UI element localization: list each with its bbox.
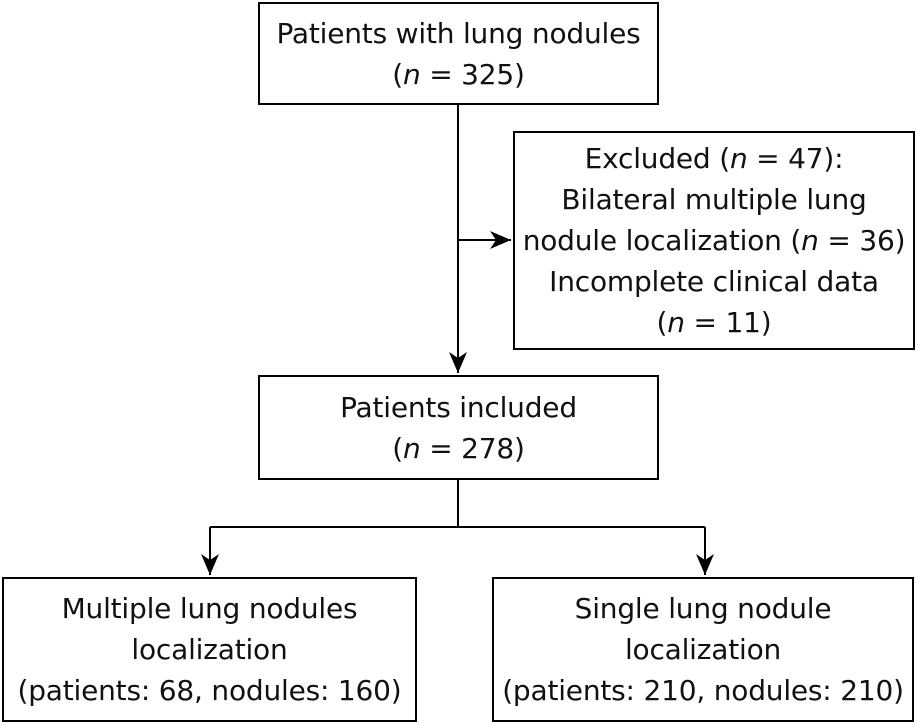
start-count: (n = 325) <box>276 54 640 95</box>
box-patients-with-nodules-text: Patients with lung nodules (n = 325) <box>276 13 640 95</box>
excluded-title-post: = 47): <box>747 142 844 175</box>
multiple-subtitle: localization <box>131 633 288 666</box>
box-excluded-text: Excluded (n = 47): Bilateral multiple lu… <box>523 138 906 343</box>
box-multiple-nodules: Multiple lung nodules localization (pati… <box>2 577 417 722</box>
excluded-title-n: n <box>729 142 748 175</box>
multiple-title: Multiple lung nodules <box>61 592 358 625</box>
box-multiple-nodules-text: Multiple lung nodules localization (pati… <box>17 588 401 711</box>
box-patients-included: Patients included (n = 278) <box>258 375 659 480</box>
excluded-reason-incomplete: Incomplete clinical data <box>549 265 879 298</box>
start-count-value: = 325) <box>420 57 525 91</box>
box-excluded: Excluded (n = 47): Bilateral multiple lu… <box>513 131 915 350</box>
start-count-n: n <box>402 57 421 91</box>
included-count-value: = 278) <box>420 431 525 465</box>
excluded-reason-bilateral-count: nodule localization (n = 36) <box>523 220 906 261</box>
single-title: Single lung nodule <box>574 592 832 625</box>
start-title: Patients with lung nodules <box>276 16 641 50</box>
box-single-nodule: Single lung nodule localization (patient… <box>492 577 914 722</box>
included-count-open: ( <box>392 431 403 465</box>
included-count-n: n <box>402 431 421 465</box>
excluded-line3-n: n <box>801 224 819 257</box>
box-single-nodule-text: Single lung nodule localization (patient… <box>502 588 904 711</box>
single-subtitle: localization <box>624 633 782 666</box>
box-patients-included-text: Patients included (n = 278) <box>340 387 577 469</box>
excluded-line3-pre: nodule localization ( <box>522 224 802 257</box>
excluded-reason-bilateral: Bilateral multiple lung <box>561 183 867 216</box>
start-count-open: ( <box>392 57 403 91</box>
excluded-line5-pre: ( <box>656 306 668 339</box>
excluded-line5-post: = 11) <box>684 306 772 339</box>
included-count: (n = 278) <box>340 428 577 469</box>
excluded-line3-post: = 36) <box>818 224 906 257</box>
excluded-line5-n: n <box>667 306 685 339</box>
excluded-reason-incomplete-count: (n = 11) <box>523 302 906 343</box>
included-title: Patients included <box>340 390 577 424</box>
multiple-counts: (patients: 68, nodules: 160) <box>17 674 402 707</box>
box-patients-with-nodules: Patients with lung nodules (n = 325) <box>258 2 659 105</box>
excluded-title: Excluded (n = 47): <box>523 138 906 179</box>
excluded-title-pre: Excluded ( <box>584 142 730 175</box>
single-counts: (patients: 210, nodules: 210) <box>502 674 904 707</box>
